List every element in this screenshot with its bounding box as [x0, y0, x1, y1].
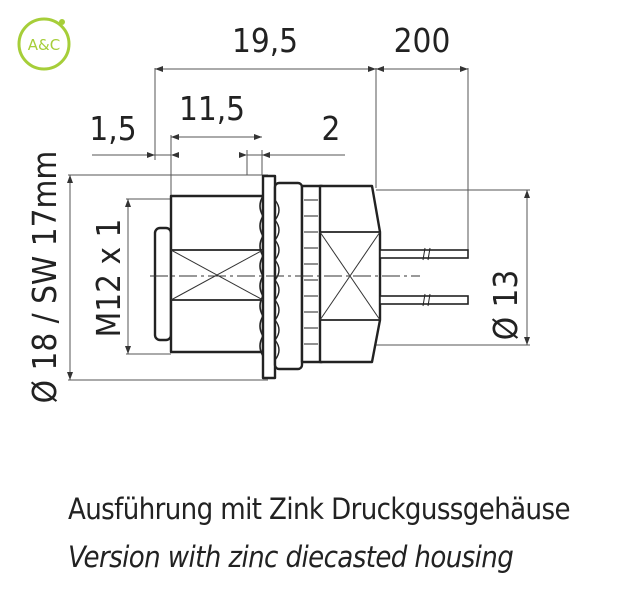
dim-flange-thickness: 2: [322, 109, 341, 148]
arrowheads: [67, 66, 530, 380]
connector-body: [153, 174, 382, 380]
logo-badge: A&C: [17, 17, 71, 71]
dim-cable-length: 200: [394, 21, 451, 60]
caption-german: Ausführung mit Zink Druckgussgehäuse: [68, 492, 571, 526]
dim-thread-length: 11,5: [179, 89, 245, 128]
dim-thread-offset: 1,5: [89, 109, 136, 148]
dimension-labels: 19,5 200 1,5 11,5 2 M12 x 1 Ø 18 / SW 17…: [25, 21, 525, 403]
caption-english: Version with zinc diecasted housing: [68, 540, 514, 574]
dim-overall-length: 19,5: [232, 21, 298, 60]
flat-markings: [150, 231, 420, 321]
logo-text: A&C: [28, 36, 60, 54]
dim-body-diameter: Ø 18 / SW 17mm: [25, 151, 64, 404]
dimension-lines: [68, 68, 530, 381]
dim-thread: M12 x 1: [89, 219, 128, 338]
dim-rear-diameter: Ø 13: [486, 270, 525, 341]
wire-leads: [379, 247, 469, 307]
